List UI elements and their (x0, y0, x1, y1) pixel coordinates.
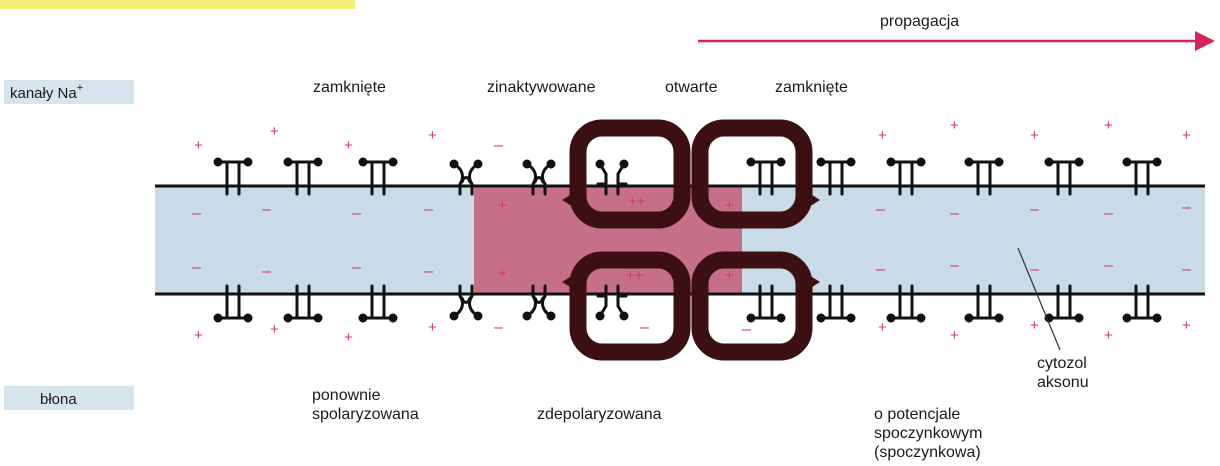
membrane-state-repolarized-line1: ponownie (312, 387, 381, 404)
minus-charge: – (876, 261, 885, 278)
plus-charge: + (270, 123, 279, 140)
plus-charge: + (1030, 127, 1039, 144)
plus-charge: + (1104, 327, 1113, 344)
membrane-state-labels: ponownie spolaryzowana zdepolaryzowana o… (312, 387, 982, 461)
channel-state-labels: zamknięte zinaktywowane otwarte zamknięt… (313, 79, 848, 96)
plus-charge: + (950, 327, 959, 344)
minus-charge: – (1030, 201, 1039, 218)
plus-charge: + (878, 319, 887, 336)
minus-charge: – (1182, 199, 1191, 216)
plus-charge: + (194, 137, 203, 154)
minus-charge: – (192, 205, 201, 222)
minus-charge: – (950, 257, 959, 274)
minus-charge: – (262, 263, 271, 280)
membrane-state-resting-line3: (spoczynkowa) (874, 444, 981, 461)
plus-charge: + (194, 327, 203, 344)
double-plus-charge: ++ (626, 267, 644, 284)
plus-charge: + (725, 197, 734, 214)
minus-charge: – (424, 263, 433, 280)
minus-charge: – (950, 205, 959, 222)
plus-charge: + (344, 329, 353, 346)
minus-charge: – (262, 201, 271, 218)
membrane-row-title: błona (4, 386, 134, 410)
plus-charge: + (428, 127, 437, 144)
plus-charge: + (725, 267, 734, 284)
minus-charge: – (1104, 205, 1113, 222)
membrane-state-resting-line2: spoczynkowym (874, 425, 982, 442)
plus-charge: + (344, 137, 353, 154)
plus-charge: + (428, 319, 437, 336)
channels-title-sup: + (77, 82, 83, 94)
state-label-closed-right: zamknięte (775, 79, 848, 96)
plus-charge: + (1182, 317, 1191, 334)
membrane-state-repolarized-line2: spolaryzowana (312, 406, 419, 423)
plus-charge: + (498, 265, 507, 282)
cytosol-label-line1: cytozol (1037, 355, 1087, 372)
corner-tag (0, 0, 355, 9)
minus-charge: – (640, 319, 649, 336)
plus-charge: + (1104, 117, 1113, 134)
plus-charge: + (878, 127, 887, 144)
propagation-label: propagacja (880, 13, 959, 30)
plus-charge: + (950, 117, 959, 134)
cytosol-label-line2: aksonu (1037, 374, 1089, 391)
minus-charge: – (1104, 257, 1113, 274)
cytosol-label: cytozol aksonu (1037, 355, 1089, 391)
channels-title-text: kanały Na (10, 85, 77, 102)
state-label-inactivated: zinaktywowane (487, 79, 596, 96)
svg-text:kanały Na+: kanały Na+ (10, 82, 83, 102)
minus-charge: – (742, 321, 751, 338)
plus-charge: + (1182, 127, 1191, 144)
minus-charge: – (352, 205, 361, 222)
minus-charge: – (192, 259, 201, 276)
minus-charge: – (494, 319, 503, 336)
minus-charge: – (876, 201, 885, 218)
state-label-open: otwarte (665, 79, 718, 96)
minus-charge: – (494, 137, 503, 154)
state-label-closed-left: zamknięte (313, 79, 386, 96)
minus-charge: – (1182, 261, 1191, 278)
membrane-title-text: błona (40, 391, 77, 408)
minus-charge: – (352, 259, 361, 276)
membrane-state-resting-line1: o potencjale (874, 406, 960, 423)
plus-charge: + (1030, 317, 1039, 334)
double-plus-charge: ++ (628, 193, 646, 210)
plus-charge: + (270, 321, 279, 338)
minus-charge: – (1030, 261, 1039, 278)
channels-row-title: kanały Na+ (4, 80, 134, 104)
plus-charge: + (498, 197, 507, 214)
propagation-indicator: propagacja (698, 13, 1210, 41)
minus-charge: – (424, 201, 433, 218)
membrane-state-depolarized: zdepolaryzowana (537, 406, 662, 423)
